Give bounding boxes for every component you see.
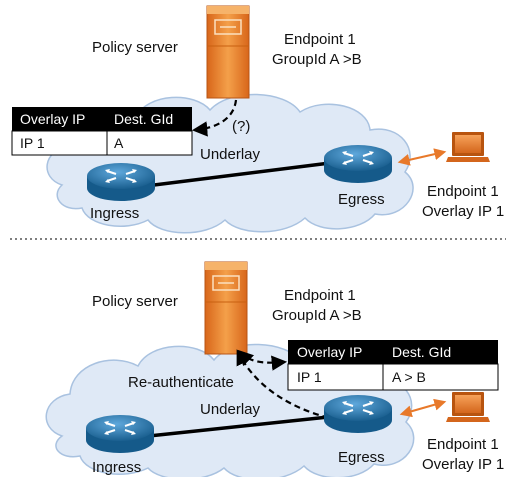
ingress-egress-link — [129, 414, 339, 440]
endpoint-label-line2: Overlay IP 1 — [422, 203, 504, 220]
table-cell-overlay-ip: IP 1 — [297, 369, 322, 385]
egress-router-icon — [323, 394, 393, 434]
policy-lookup-arrow — [191, 99, 238, 137]
ingress-router-icon — [85, 414, 155, 454]
table-cell-overlay-ip: IP 1 — [20, 135, 45, 151]
ingress-label: Ingress — [92, 459, 141, 476]
ingress-router-icon — [86, 162, 156, 202]
egress-label: Egress — [338, 449, 385, 466]
reauthenticate-label: Re-authenticate — [128, 374, 234, 391]
egress-router-icon — [323, 144, 393, 184]
ingress-label: Ingress — [90, 205, 139, 222]
endpoint-group-label-line1: Endpoint 1 — [284, 31, 356, 48]
policy-server-icon — [204, 261, 248, 355]
endpoint-label-line1: Endpoint 1 — [427, 436, 499, 453]
table-header-overlay-ip: Overlay IP — [297, 344, 362, 360]
table-cell-dest-gid: A > B — [392, 369, 426, 385]
top-panel: Overlay IP Dest. GId IP 1 A Policy serve… — [11, 5, 504, 234]
table-header-dest-gid: Dest. GId — [392, 344, 451, 360]
bottom-panel: Overlay IP Dest. GId IP 1 A > B Policy s… — [45, 261, 504, 477]
underlay-label: Underlay — [200, 146, 261, 163]
egress-endpoint-link — [397, 148, 447, 166]
endpoint-laptop-icon — [446, 392, 490, 422]
egress-endpoint-link — [399, 398, 447, 418]
endpoint-group-label-line2: GroupId A >B — [272, 51, 362, 68]
policy-server-label: Policy server — [92, 39, 178, 56]
endpoint-laptop-icon — [446, 132, 490, 162]
underlay-label: Underlay — [200, 401, 261, 418]
policy-server-label: Policy server — [92, 293, 178, 310]
unknown-group-label: (?) — [232, 118, 250, 135]
egress-label: Egress — [338, 191, 385, 208]
mapping-table: Overlay IP Dest. GId IP 1 A > B — [287, 340, 499, 391]
policy-server-icon — [206, 5, 250, 99]
endpoint-group-label-line1: Endpoint 1 — [284, 287, 356, 304]
endpoint-label-line1: Endpoint 1 — [427, 183, 499, 200]
mapping-table: Overlay IP Dest. GId IP 1 A — [11, 107, 193, 156]
endpoint-label-line2: Overlay IP 1 — [422, 456, 504, 473]
ingress-egress-link — [129, 160, 339, 190]
table-header-overlay-ip: Overlay IP — [20, 111, 85, 127]
endpoint-group-label-line2: GroupId A >B — [272, 307, 362, 324]
table-cell-dest-gid: A — [114, 135, 124, 151]
table-header-dest-gid: Dest. GId — [114, 111, 173, 127]
